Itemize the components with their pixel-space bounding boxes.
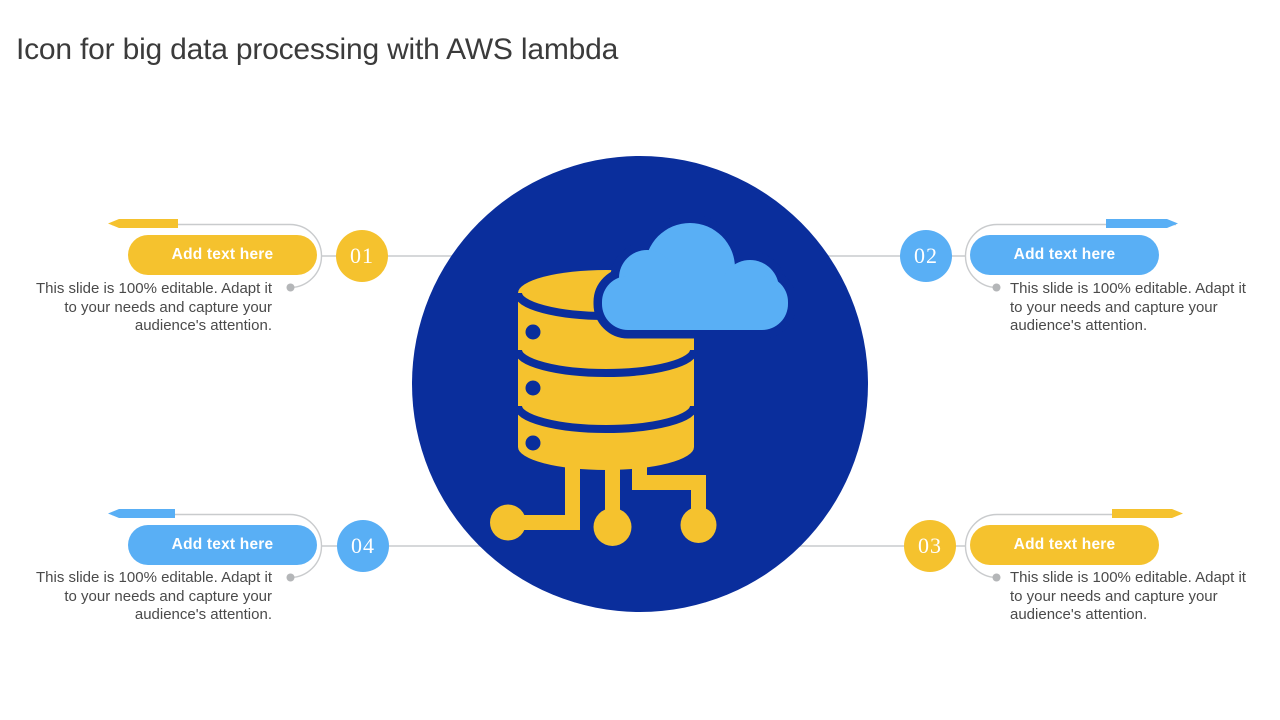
cloud-icon [593, 214, 797, 339]
accent-dash-01 [108, 219, 178, 228]
accent-dash-03 [1112, 509, 1183, 518]
step-badge-03: 03 [904, 520, 956, 572]
add-text-button-04[interactable]: Add text here [128, 525, 317, 565]
outline-end-dot [286, 573, 295, 582]
description-text-04: This slide is 100% editable. Adapt it to… [36, 569, 272, 623]
accent-dash-04 [108, 509, 175, 518]
description-text-03: This slide is 100% editable. Adapt it to… [1010, 569, 1246, 623]
description-text-02: This slide is 100% editable. Adapt it to… [1010, 280, 1246, 334]
description-text-01: This slide is 100% editable. Adapt it to… [36, 280, 272, 334]
outline-end-dot [992, 283, 1001, 292]
outline-end-dot [286, 283, 295, 292]
add-text-button-03[interactable]: Add text here [970, 525, 1159, 565]
add-text-label: Add text here [1013, 246, 1116, 263]
slide-title: Icon for big data processing with AWS la… [16, 33, 619, 66]
accent-dash-02 [1106, 219, 1178, 228]
step-badge-02: 02 [900, 230, 952, 282]
step-badge-04: 04 [337, 520, 389, 572]
add-text-label: Add text here [171, 536, 274, 553]
add-text-button-01[interactable]: Add text here [128, 235, 317, 275]
circuit-nodes-icon [490, 450, 717, 546]
add-text-label: Add text here [1013, 536, 1116, 553]
outline-end-dot [992, 573, 1001, 582]
add-text-button-02[interactable]: Add text here [970, 235, 1159, 275]
add-text-label: Add text here [171, 246, 274, 263]
step-badge-01: 01 [336, 230, 388, 282]
big-data-aws-lambda-icon [412, 156, 868, 612]
